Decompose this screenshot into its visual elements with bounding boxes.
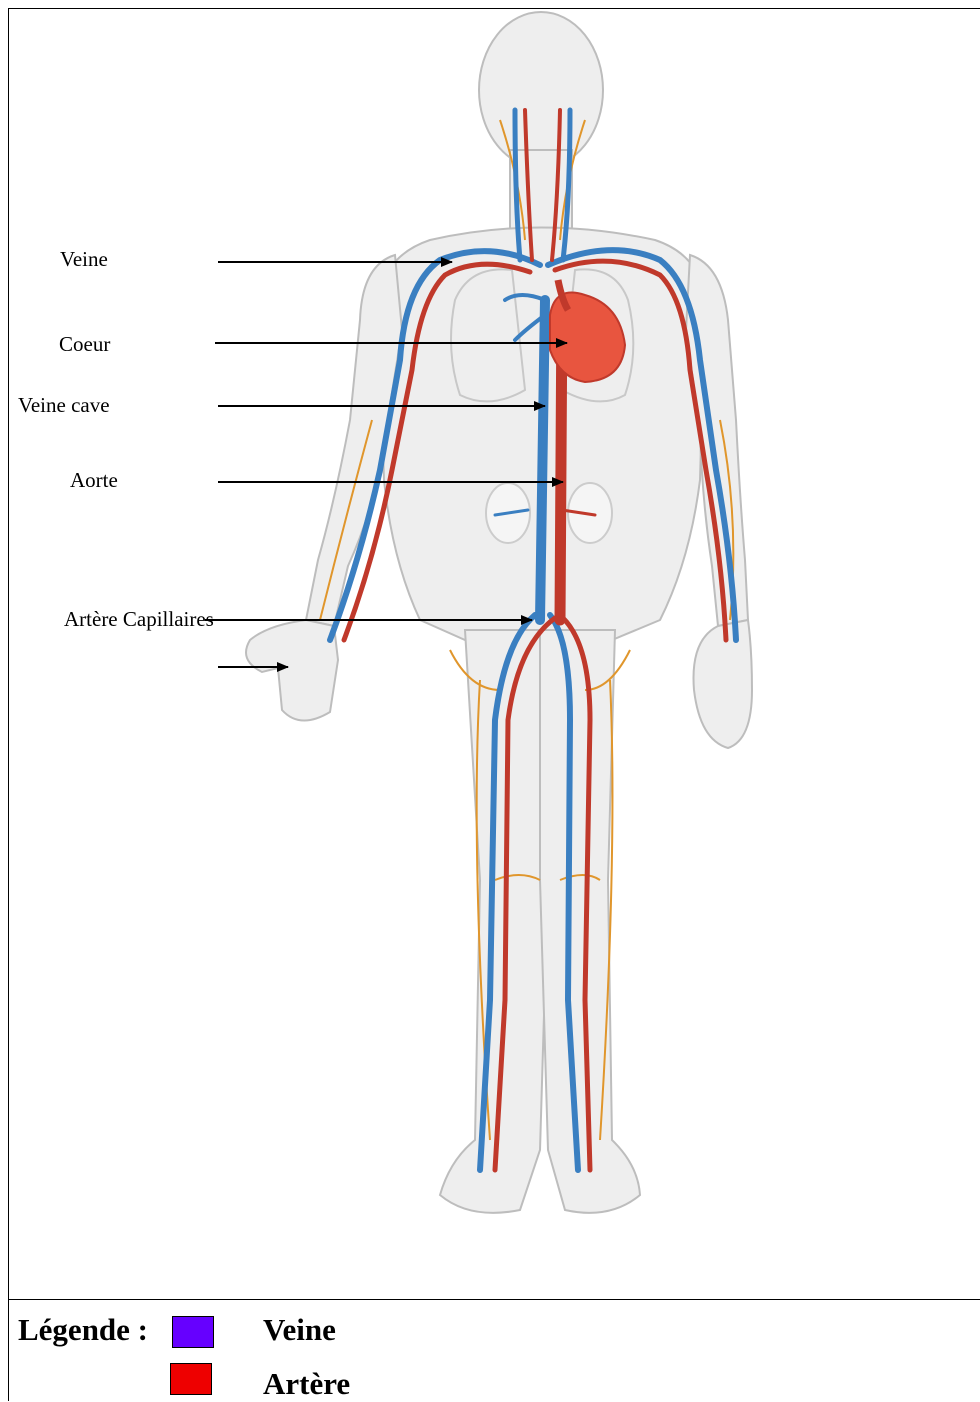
legend-label-artere: Artère [263, 1366, 350, 1402]
label-aorte: Aorte [70, 468, 118, 492]
label-artere-capillaires: Artère Capillaires [64, 607, 214, 631]
label-veine-cave: Veine cave [18, 393, 110, 417]
legend-label-veine: Veine [263, 1312, 336, 1348]
circulatory-system-diagram [0, 0, 980, 1300]
legend-frame [8, 1300, 980, 1401]
legend-swatch-artere [170, 1363, 212, 1395]
label-veine: Veine [60, 247, 108, 271]
legend-swatch-veine [172, 1316, 214, 1348]
legend-title: Légende : [18, 1312, 148, 1348]
label-coeur: Coeur [59, 332, 110, 356]
